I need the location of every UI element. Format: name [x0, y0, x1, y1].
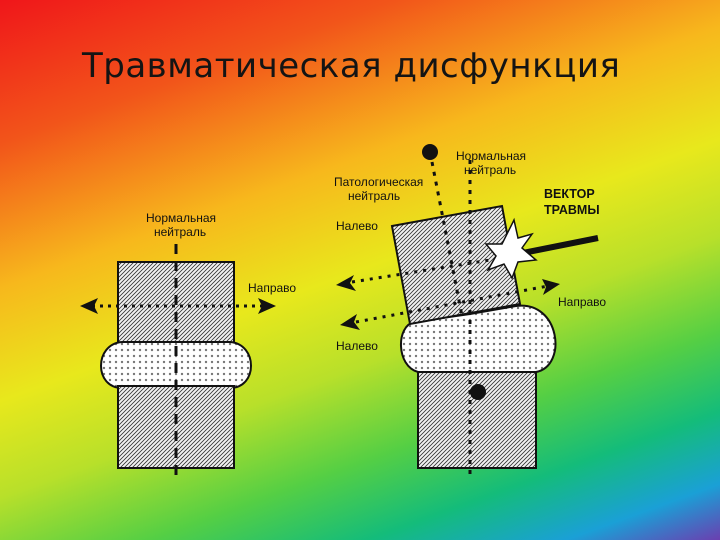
- right-arrow-head: [258, 298, 276, 314]
- normal-neutral-label-line1: Нормальная: [456, 149, 526, 163]
- dysfunction-segment: Нормальная нейтраль Патологическая нейтр…: [334, 144, 606, 480]
- left-upper-label: Налево: [336, 219, 378, 233]
- neutral-label-line2: нейтраль: [154, 225, 206, 239]
- pathologic-neutral-axis: [430, 161, 464, 317]
- trauma-vector: [517, 235, 599, 257]
- neutral-top-point: [422, 144, 438, 160]
- neutral-label-line1: Нормальная: [146, 211, 216, 225]
- left-lower-label: Налево: [336, 339, 378, 353]
- left-lower-arrow-head: [340, 314, 360, 330]
- normal-segment: Нормальная нейтраль Направо: [80, 211, 296, 476]
- upper-lateral-axis: [351, 252, 529, 284]
- pathologic-neutral-label-line1: Патологическая: [334, 175, 423, 189]
- pathologic-neutral-label-line2: нейтраль: [348, 189, 400, 203]
- slide-title: Травматическая дисфункция: [82, 46, 621, 86]
- normal-neutral-label-line2: нейтраль: [464, 163, 516, 177]
- left-arrow-head: [80, 298, 98, 314]
- intervertebral-disc: [400, 304, 557, 373]
- lower-vertebra: [417, 367, 537, 469]
- lower-lateral-axis: [355, 284, 549, 324]
- right-direction-label: Направо: [248, 281, 296, 295]
- center-point: [470, 384, 486, 400]
- left-upper-arrow-head: [336, 275, 356, 291]
- impact-star-icon: [484, 217, 538, 280]
- trauma-vector-label-line1: ВЕКТОР: [544, 187, 595, 201]
- trauma-vector-label-line2: ТРАВМЫ: [544, 203, 600, 217]
- right-arrow-head: [542, 279, 560, 295]
- right-direction-label: Направо: [558, 295, 606, 309]
- upper-vertebra-tilted: [390, 204, 522, 326]
